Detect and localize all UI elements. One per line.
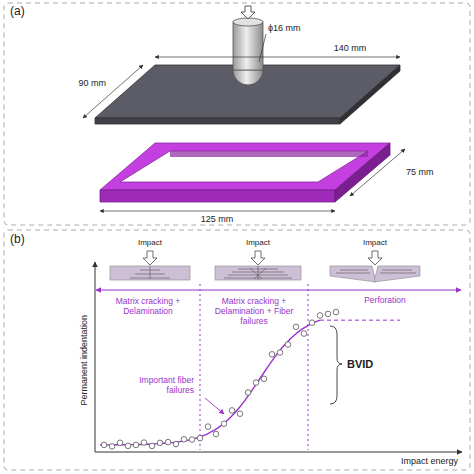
- data-point: [285, 342, 291, 348]
- dimension-label: 125 mm: [199, 214, 236, 224]
- dimension-lines: [83, 34, 405, 211]
- fit-curve: [100, 320, 400, 445]
- axis-title: Permanent indentation: [79, 315, 89, 406]
- data-point: [213, 431, 219, 437]
- data-point: [149, 443, 155, 449]
- chart-axes: [95, 262, 462, 452]
- data-point: [245, 390, 251, 396]
- impact-label: Impact: [363, 238, 387, 247]
- data-point: [157, 440, 163, 446]
- data-point: [109, 444, 115, 450]
- data-point: [125, 443, 131, 449]
- damage-regions: [96, 284, 461, 450]
- impact-label: Impact: [138, 238, 162, 247]
- data-point: [173, 441, 179, 447]
- fit-curve: [100, 320, 320, 445]
- data-point: [261, 376, 267, 382]
- panel-frame: [4, 3, 470, 225]
- data-point: [293, 324, 299, 330]
- data-point: [277, 350, 283, 356]
- axis-title: Impact energy: [401, 456, 458, 466]
- annotation-label: Important fiber failures: [130, 376, 194, 396]
- data-point: [333, 309, 339, 315]
- data-point: [197, 435, 203, 441]
- specimen-sketches: [110, 251, 420, 282]
- panel-label: (a): [10, 5, 25, 19]
- data-point: [205, 424, 211, 430]
- data-points: [101, 309, 339, 449]
- region-label: Perforation: [364, 296, 406, 306]
- data-point: [301, 331, 307, 337]
- data-point: [237, 411, 243, 417]
- data-point: [133, 442, 139, 448]
- data-point: [325, 311, 331, 317]
- composite-plate: [95, 65, 400, 124]
- plateau-line: [320, 320, 400, 321]
- region-label: Matrix cracking + Delamination + Fiber f…: [211, 297, 297, 326]
- region-label: Matrix cracking + Delamination: [100, 297, 196, 317]
- data-point: [141, 440, 147, 446]
- dimension-label: ϕ16 mm: [268, 23, 301, 33]
- dimension-label: 90 mm: [78, 78, 106, 88]
- impact-label: Impact: [246, 238, 270, 247]
- data-point: [269, 352, 275, 358]
- data-point: [117, 440, 123, 446]
- data-point: [309, 320, 315, 326]
- dimension-label: 140 mm: [332, 43, 369, 53]
- data-point: [253, 380, 259, 386]
- data-point: [229, 408, 235, 414]
- data-point: [181, 436, 187, 442]
- data-point: [221, 421, 227, 427]
- data-point: [317, 313, 323, 319]
- dimension-label: 75 mm: [406, 167, 434, 177]
- bracket-label: BVID: [347, 358, 373, 371]
- panel-frame: [4, 230, 470, 470]
- data-point: [189, 437, 195, 443]
- annotations: [205, 326, 342, 414]
- data-point: [101, 442, 107, 448]
- impactor: [233, 6, 263, 85]
- panel-label: (b): [10, 233, 25, 247]
- data-point: [165, 439, 171, 445]
- support-frame: [100, 143, 390, 202]
